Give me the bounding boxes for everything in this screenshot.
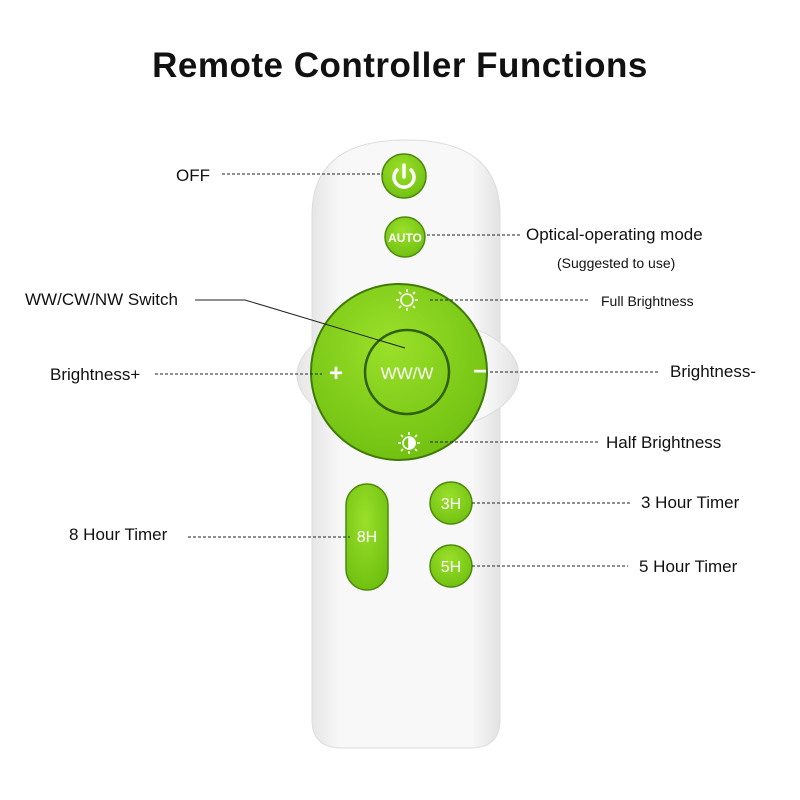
brightness-plus-button[interactable]: + [329,360,343,387]
label-auto-note: (Suggested to use) [557,255,676,271]
label-5h-timer: 5 Hour Timer [639,557,738,576]
timer-5h-label: 5H [441,559,461,576]
timer-3h-label: 3H [441,496,461,513]
leader-lines [155,173,660,567]
brightness-minus-button[interactable]: − [473,358,487,385]
label-3h-timer: 3 Hour Timer [641,493,740,512]
auto-button[interactable]: AUTO [384,216,426,258]
color-switch-label: WW/W [381,364,434,383]
timer-3h-button[interactable]: 3H [429,481,473,525]
timer-8h-label: 8H [357,529,377,546]
label-full-brightness: Full Brightness [601,293,694,309]
label-off: OFF [176,166,210,185]
label-auto: Optical-operating mode [526,225,703,244]
label-half-brightness: Half Brightness [606,433,722,452]
color-switch-button[interactable]: WW/W [363,328,451,416]
label-8h-timer: 8 Hour Timer [69,525,168,544]
timer-8h-button[interactable]: 8H [345,483,389,591]
page-title: Remote Controller Functions [152,46,648,85]
leader-switch [195,299,406,349]
full-brightness-icon[interactable] [396,289,418,311]
power-icon [392,163,416,189]
auto-button-label: AUTO [388,231,422,245]
label-brightness-minus: Brightness- [670,362,756,381]
half-brightness-icon[interactable] [398,432,420,454]
power-button[interactable] [381,153,427,199]
label-switch: WW/CW/NW Switch [25,290,178,309]
label-brightness-plus: Brightness+ [50,365,141,384]
timer-5h-button[interactable]: 5H [429,544,473,588]
brightness-dial[interactable]: + − WW/W [310,283,488,461]
